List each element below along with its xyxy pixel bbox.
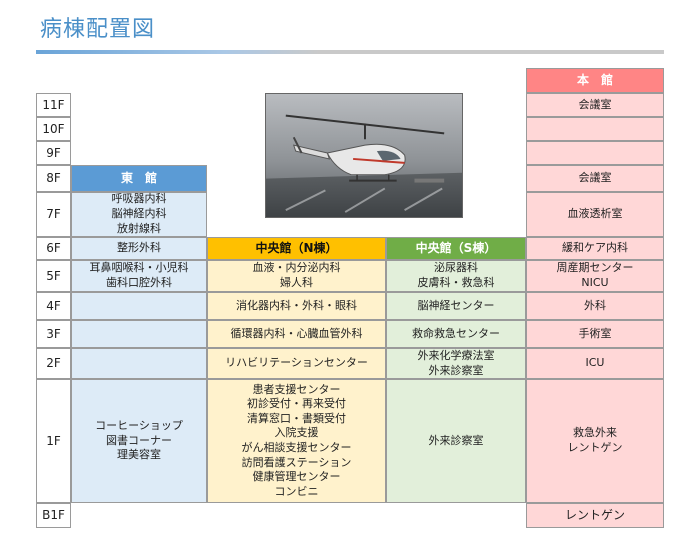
- main-6f-line: 緩和ケア内科: [562, 241, 628, 255]
- north-building-header: 中央館（N棟）: [207, 237, 386, 260]
- main-8f-line: 会議室: [578, 171, 612, 185]
- floor-2f: 2F: [36, 348, 71, 379]
- south-4f-line: 脳神経センター: [417, 298, 495, 312]
- floor-9f: 9F: [36, 141, 71, 165]
- floor-11f: 11F: [36, 93, 71, 117]
- north-4f: 消化器内科・外科・眼科: [207, 292, 386, 320]
- main-3f: 手術室: [526, 320, 664, 348]
- south-4f: 脳神経センター: [386, 292, 526, 320]
- east-1f-line: コーヒーショップ: [95, 418, 183, 432]
- helicopter-photo: [265, 93, 463, 218]
- main-6f: 緩和ケア内科: [526, 237, 664, 260]
- main-4f: 外科: [526, 292, 664, 320]
- main-2f-line: ICU: [585, 356, 605, 370]
- floor-6f: 6F: [36, 237, 71, 260]
- main-5f: 周産期センター NICU: [526, 260, 664, 292]
- north-1f-line: 訪問看護ステーション: [241, 455, 352, 469]
- north-1f-line: 入院支援: [274, 426, 319, 440]
- title-rule: [36, 50, 664, 54]
- east-4f: [71, 292, 207, 320]
- east-6f-line: 整形外科: [117, 241, 161, 255]
- main-b1f: レントゲン: [526, 503, 664, 528]
- main-11f: 会議室: [526, 93, 664, 117]
- east-7f-line: 脳神経内科: [111, 207, 167, 221]
- east-7f-line: 放射線科: [117, 221, 161, 235]
- north-1f-line: コンビニ: [274, 484, 319, 498]
- floor-b1f: B1F: [36, 503, 71, 528]
- north-5f-line: 婦人科: [280, 276, 313, 289]
- south-3f-line: 救命救急センター: [412, 326, 500, 340]
- main-9f: [526, 141, 664, 165]
- floor-8f: 8F: [36, 165, 71, 192]
- floor-10f: 10F: [36, 117, 71, 141]
- floor-4f: 4F: [36, 292, 71, 320]
- main-1f-line: 救急外来: [573, 426, 617, 440]
- floor-1f: 1F: [36, 379, 71, 503]
- main-5f-line: 周産期センター: [556, 261, 634, 275]
- north-5f-line: 血液・内分泌内科: [252, 261, 341, 275]
- north-1f-line: 患者支援センター: [252, 382, 341, 396]
- east-1f-line: 理美容室: [117, 448, 161, 462]
- main-5f-line: NICU: [581, 276, 609, 289]
- main-7f-line: 血液透析室: [567, 207, 623, 221]
- north-2f-line: リハビリテーションセンター: [225, 356, 368, 370]
- main-11f-line: 会議室: [578, 97, 612, 111]
- main-3f-line: 手術室: [578, 326, 612, 340]
- main-1f: 救急外来 レントゲン: [526, 379, 664, 503]
- south-2f: 外来化学療法室 外来診察室: [386, 348, 526, 379]
- page-title: 病棟配置図: [40, 17, 156, 42]
- south-2f-line: 外来診察室: [428, 363, 484, 377]
- east-2f: [71, 348, 207, 379]
- north-3f-line: 循環器内科・心臓血管外科: [230, 326, 363, 340]
- south-5f-line: 皮膚科・救急科: [417, 276, 495, 289]
- north-4f-line: 消化器内科・外科・眼科: [236, 298, 357, 312]
- main-b1f-line: レントゲン: [564, 508, 625, 523]
- south-3f: 救命救急センター: [386, 320, 526, 348]
- floor-5f: 5F: [36, 260, 71, 292]
- east-7f: 呼吸器内科 脳神経内科 放射線科: [71, 192, 207, 237]
- main-building-header: 本 館: [526, 68, 664, 93]
- east-5f-line: 耳鼻咽喉科・小児科: [89, 261, 189, 275]
- east-1f: コーヒーショップ 図書コーナー 理美容室: [71, 379, 207, 503]
- north-2f: リハビリテーションセンター: [207, 348, 386, 379]
- north-1f-line: がん相談支援センター: [241, 441, 352, 454]
- south-building-header: 中央館（S棟）: [386, 237, 526, 260]
- east-5f-line: 歯科口腔外科: [106, 276, 172, 289]
- main-10f: [526, 117, 664, 141]
- east-3f: [71, 320, 207, 348]
- main-4f-line: 外科: [584, 298, 606, 312]
- south-1f-line: 外来診察室: [428, 433, 484, 447]
- east-5f: 耳鼻咽喉科・小児科 歯科口腔外科: [71, 260, 207, 292]
- main-7f: 血液透析室: [526, 192, 664, 237]
- east-7f-line: 呼吸器内科: [111, 192, 167, 206]
- north-3f: 循環器内科・心臓血管外科: [207, 320, 386, 348]
- south-1f: 外来診察室: [386, 379, 526, 503]
- north-1f-line: 清算窓口・書類受付: [247, 411, 346, 425]
- floor-7f: 7F: [36, 192, 71, 237]
- south-5f: 泌尿器科 皮膚科・救急科: [386, 260, 526, 292]
- north-5f: 血液・内分泌内科 婦人科: [207, 260, 386, 292]
- south-2f-line: 外来化学療法室: [417, 348, 495, 362]
- south-5f-line: 泌尿器科: [434, 261, 478, 275]
- east-building-header: 東 館: [71, 165, 207, 192]
- east-1f-line: 図書コーナー: [106, 433, 172, 447]
- north-1f: 患者支援センター 初診受付・再来受付 清算窓口・書類受付 入院支援 がん相談支援…: [207, 379, 386, 503]
- north-1f-line: 健康管理センター: [252, 470, 341, 484]
- main-8f: 会議室: [526, 165, 664, 192]
- main-2f: ICU: [526, 348, 664, 379]
- east-6f: 整形外科: [71, 237, 207, 260]
- north-1f-line: 初診受付・再来受付: [247, 397, 346, 411]
- floor-3f: 3F: [36, 320, 71, 348]
- main-1f-line: レントゲン: [567, 441, 623, 454]
